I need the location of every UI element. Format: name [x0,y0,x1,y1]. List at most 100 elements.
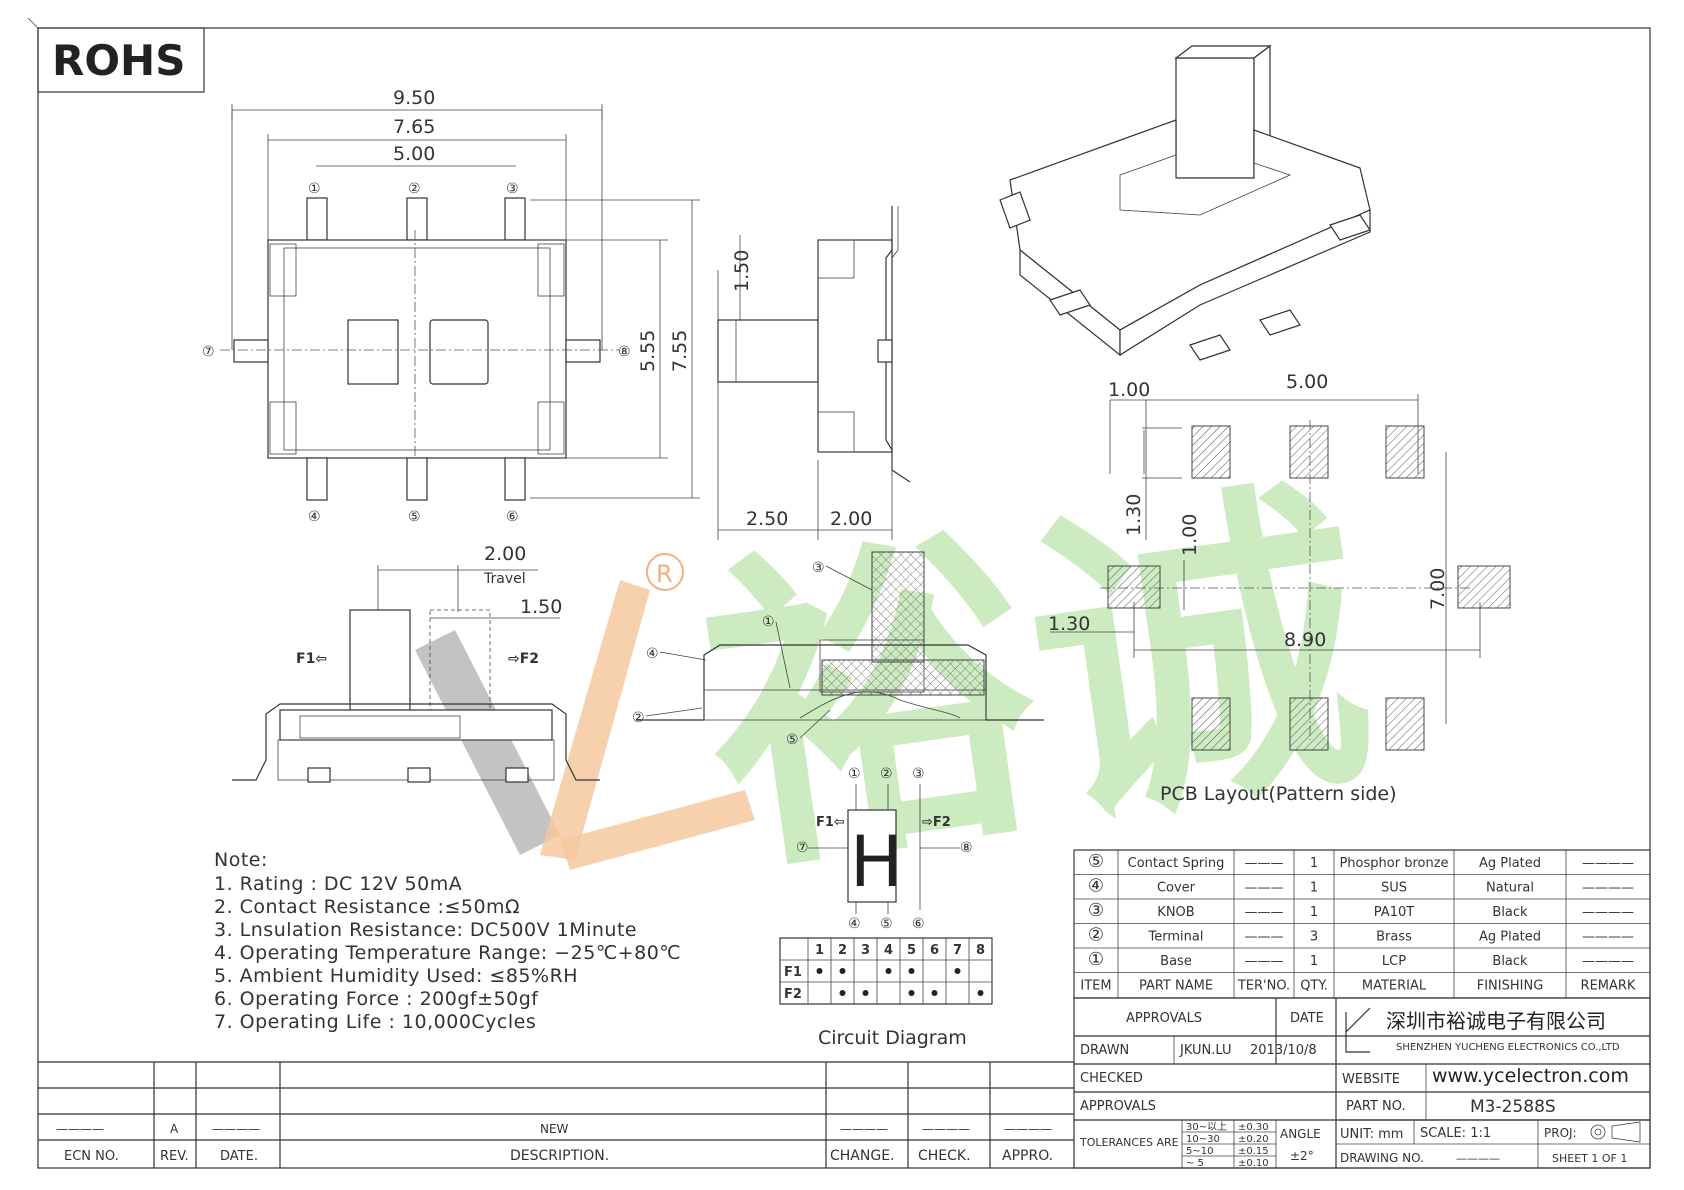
bom-cell-ter: ——— [1245,905,1284,920]
bom-cell-name: Cover [1157,881,1196,896]
bom-cell-qty: QTY. [1300,979,1328,994]
svg-text:③: ③ [912,766,925,782]
pad-1 [1191,425,1231,479]
bom-cell-finish: Natural [1486,881,1534,896]
bom-cell-item: ⑤ [1088,851,1104,872]
pcb-dim-1-00: 1.00 [1108,379,1150,401]
callout-4: ④ [646,646,659,662]
svg-text:A: A [170,1122,179,1136]
svg-text:±0.20: ±0.20 [1238,1134,1269,1145]
circuit-dot [977,990,984,996]
note-6: 6. Operating Force : 200gf±50gf [214,988,539,1010]
svg-text:②: ② [880,766,893,782]
pin-3-label: ③ [506,181,519,197]
circuit-col-1: 1 [815,943,824,958]
side-view: 1.50 2.50 2.00 [717,206,911,540]
pad-3 [1385,425,1425,479]
bom-cell-remark: ———— [1582,856,1634,871]
circuit-col-2: 2 [838,943,847,958]
circuit-row-label: F2 [784,987,802,1002]
bom-cell-ter: TER'NO. [1237,979,1290,994]
svg-text:⇨F2: ⇨F2 [922,815,951,830]
svg-text:①: ① [848,766,861,782]
svg-text:————: ———— [212,1122,260,1136]
travel-view: 2.00 Travel 1.50 F1⇦ ⇨F2 [232,543,600,783]
part-no-label: PART NO. [1346,1099,1406,1114]
note-3: 3. Lnsulation Resistance: DC500V 1Minute [214,919,637,941]
note-1: 1. Rating : DC 12V 50mA [214,873,462,895]
svg-text:APPRO.: APPRO. [1002,1148,1053,1164]
bom-cell-ter: ——— [1245,930,1284,945]
pad-4 [1191,697,1231,751]
bom-cell-ter: ——— [1245,856,1284,871]
bom-cell-material: MATERIAL [1362,979,1427,994]
bom-cell-remark: ———— [1582,881,1634,896]
svg-text:ECN NO.: ECN NO. [64,1149,119,1164]
bom-cell-material: PA10T [1374,905,1414,920]
unit: UNIT: mm [1340,1127,1403,1142]
bom-cell-qty: 1 [1310,905,1318,920]
dim-knob-width: 1.50 [520,596,562,618]
iso-view [999,44,1371,361]
circuit-row-label: F1 [784,965,802,980]
circuit-col-7: 7 [953,943,962,958]
website-value: www.ycelectron.com [1432,1065,1629,1087]
notes-title: Note: [214,849,268,871]
bom-cell-name: KNOB [1157,905,1194,920]
svg-text:⑤: ⑤ [880,916,893,932]
dim-7-55: 7.55 [669,330,691,372]
svg-text:H: H [850,821,903,903]
bom-cell-qty: 3 [1310,930,1318,945]
svg-text:————: ———— [56,1122,104,1136]
circuit-col-4: 4 [884,943,893,958]
top-view: 9.50 7.65 5.00 ① ② ③ ⑦ ⑧ [202,87,700,525]
svg-text:⑦: ⑦ [796,840,809,856]
svg-text:⑧: ⑧ [960,840,973,856]
bom-cell-qty: 1 [1310,954,1318,969]
pin-4-label: ④ [308,509,321,525]
title-block: APPROVALS DATE DRAWN JKUN.LU 2013/10/8 C… [1073,997,1651,1169]
circuit-col-6: 6 [930,943,939,958]
tb-drawn: DRAWN [1080,1043,1129,1058]
bom-cell-ter: ——— [1245,954,1284,969]
svg-text:~ 5: ~ 5 [1186,1158,1204,1169]
circuit-dot [862,990,869,996]
sheet-number: SHEET 1 OF 1 [1552,1152,1627,1165]
note-5: 5. Ambient Humidity Used: ≤85%RH [214,965,578,987]
svg-text:±0.10: ±0.10 [1238,1158,1269,1169]
circuit-col-3: 3 [861,943,870,958]
bom-cell-ter: ——— [1245,881,1284,896]
company-name-cn: 深圳市裕诚电子有限公司 [1386,1009,1606,1033]
pcb-dim-side-1-30: 1.30 [1048,613,1090,635]
svg-text:10~30: 10~30 [1186,1134,1220,1145]
revision-table: ———— A ———— NEW ———— ———— ———— ECN NO. R… [38,1061,1074,1168]
registered-mark: R [656,560,673,588]
svg-text:④: ④ [848,916,861,932]
callout-2: ② [632,710,645,726]
watermark-logo: 裕诚 R [415,446,1389,918]
circuit-dot [908,968,915,974]
svg-text:5~10: 5~10 [1186,1146,1213,1157]
bom-cell-name: Contact Spring [1128,856,1225,871]
bom-cell-material: SUS [1381,881,1407,896]
travel-label: Travel [483,571,526,587]
tb-drawn-date: 2013/10/8 [1250,1043,1317,1058]
scale: SCALE: 1:1 [1420,1126,1491,1141]
tb-approvals-2: APPROVALS [1080,1099,1156,1114]
svg-text:CHANGE.: CHANGE. [830,1148,895,1164]
callout-5: ⑤ [786,732,799,748]
svg-text:DESCRIPTION.: DESCRIPTION. [510,1148,609,1164]
bom-cell-remark: ———— [1582,930,1634,945]
dim-travel: 2.00 [484,543,526,565]
dim-side-2-50: 2.50 [746,508,788,530]
bom-cell-item: ② [1088,925,1104,946]
website-label: WEBSITE [1342,1072,1400,1087]
circuit-dot [839,968,846,974]
pcb-dim-5-00: 5.00 [1286,371,1328,393]
drawing-no-value: ———— [1456,1152,1500,1165]
callout-3: ③ [812,560,825,576]
circuit-dot [839,990,846,996]
pad-6 [1385,697,1425,751]
